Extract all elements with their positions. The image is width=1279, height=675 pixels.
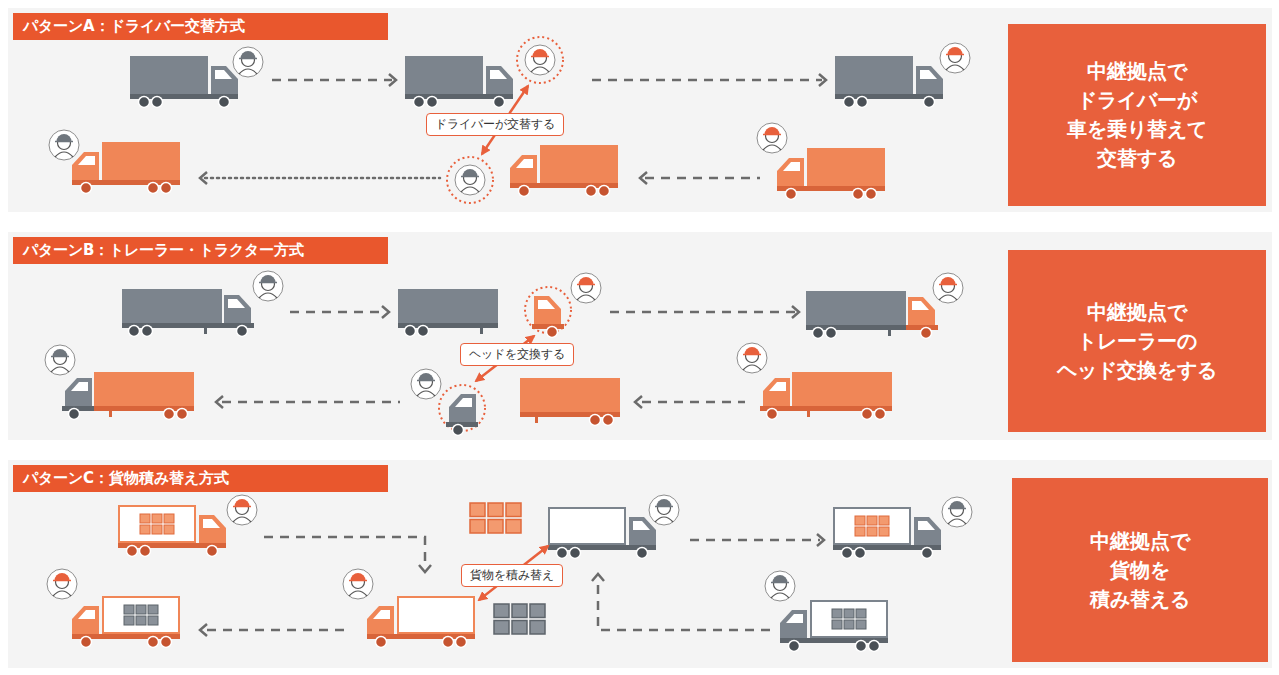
truck-icon <box>130 56 238 108</box>
dashed-arrow <box>264 537 431 572</box>
pattern-heading: パターンC：貨物積み替え方式 <box>13 465 388 492</box>
head-highlight <box>439 385 485 436</box>
driver-icon <box>343 569 373 599</box>
trailer-truck-icon <box>122 289 254 337</box>
pattern-heading: パターンA：ドライバー交替方式 <box>13 13 388 40</box>
driver-icon <box>253 271 283 301</box>
driver-icon <box>49 130 79 160</box>
trailer-icon <box>398 289 498 337</box>
dotted-arrow <box>200 172 440 184</box>
driver-highlight <box>517 37 563 83</box>
pattern-panel: パターンB：トレーラー・トラクター方式ヘッドを交換する 中継拠点で トレーラーの … <box>8 232 1272 440</box>
driver-icon <box>649 495 679 525</box>
driver-icon <box>940 43 970 73</box>
driver-icon <box>933 273 963 303</box>
truck-icon <box>833 508 941 559</box>
summary-text: 中継拠点で トレーラーの ヘッド交換をする <box>1043 298 1231 385</box>
callout-label: 貨物を積み替え <box>470 567 554 584</box>
summary-box: 中継拠点で 貨物を 積み替える <box>1012 478 1268 662</box>
dashed-arrow <box>592 74 826 86</box>
callout-label: ヘッドを交換する <box>469 346 565 363</box>
pattern-panel: パターンA：ドライバー交替方式ドライバーが交替する 中継拠点で ドライバーが 車を… <box>8 8 1272 212</box>
summary-text: 中継拠点で ドライバーが 車を乗り替えて 交替する <box>1053 57 1221 173</box>
driver-icon <box>233 47 263 77</box>
callout-box: ドライバーが交替する <box>426 113 564 136</box>
summary-text: 中継拠点で 貨物を 積み替える <box>1074 527 1206 614</box>
trailer-icon <box>520 378 620 426</box>
dashed-arrow <box>635 396 745 408</box>
driver-icon <box>47 569 77 599</box>
driver-icon <box>571 273 601 303</box>
dashed-arrow <box>216 396 400 408</box>
truck-icon <box>367 597 475 648</box>
truck-icon <box>510 145 618 197</box>
truck-icon <box>548 508 656 559</box>
dashed-arrow <box>610 306 799 318</box>
driver-icon <box>45 345 75 375</box>
driver-highlight <box>447 157 493 203</box>
truck-icon <box>118 506 226 557</box>
truck-icon <box>777 148 885 200</box>
driver-icon <box>227 495 257 525</box>
trailer-truck-icon <box>62 372 194 420</box>
callout-box: ヘッドを交換する <box>460 343 574 366</box>
driver-icon <box>411 369 441 399</box>
summary-box: 中継拠点で トレーラーの ヘッド交換をする <box>1008 250 1266 432</box>
cargo-icon <box>470 503 521 533</box>
summary-box: 中継拠点で ドライバーが 車を乗り替えて 交替する <box>1008 24 1266 206</box>
dashed-arrow <box>592 574 770 630</box>
head-highlight <box>525 287 571 338</box>
callout-label: ドライバーが交替する <box>435 116 555 133</box>
dashed-arrow <box>200 624 345 636</box>
dashed-arrow <box>640 172 760 184</box>
truck-icon <box>405 56 513 108</box>
cargo-icon <box>494 604 545 634</box>
driver-icon <box>757 123 787 153</box>
dashed-arrow <box>690 534 824 546</box>
truck-icon <box>72 142 180 194</box>
trailer-truck-icon <box>760 372 892 420</box>
truck-icon <box>835 56 943 108</box>
truck-icon <box>72 597 180 648</box>
driver-icon <box>737 343 767 373</box>
pattern-panel: パターンC：貨物積み替え方式貨物を積み替え 中継拠点で 貨物を 積み替える <box>8 460 1272 668</box>
dashed-arrow <box>272 74 396 86</box>
driver-icon <box>765 571 795 601</box>
truck-icon <box>780 601 888 652</box>
pattern-heading: パターンB：トレーラー・トラクター方式 <box>13 237 388 264</box>
callout-box: 貨物を積み替え <box>461 564 563 587</box>
dashed-arrow <box>290 306 389 318</box>
driver-icon <box>942 497 972 527</box>
trailer-truck-icon <box>806 291 938 339</box>
